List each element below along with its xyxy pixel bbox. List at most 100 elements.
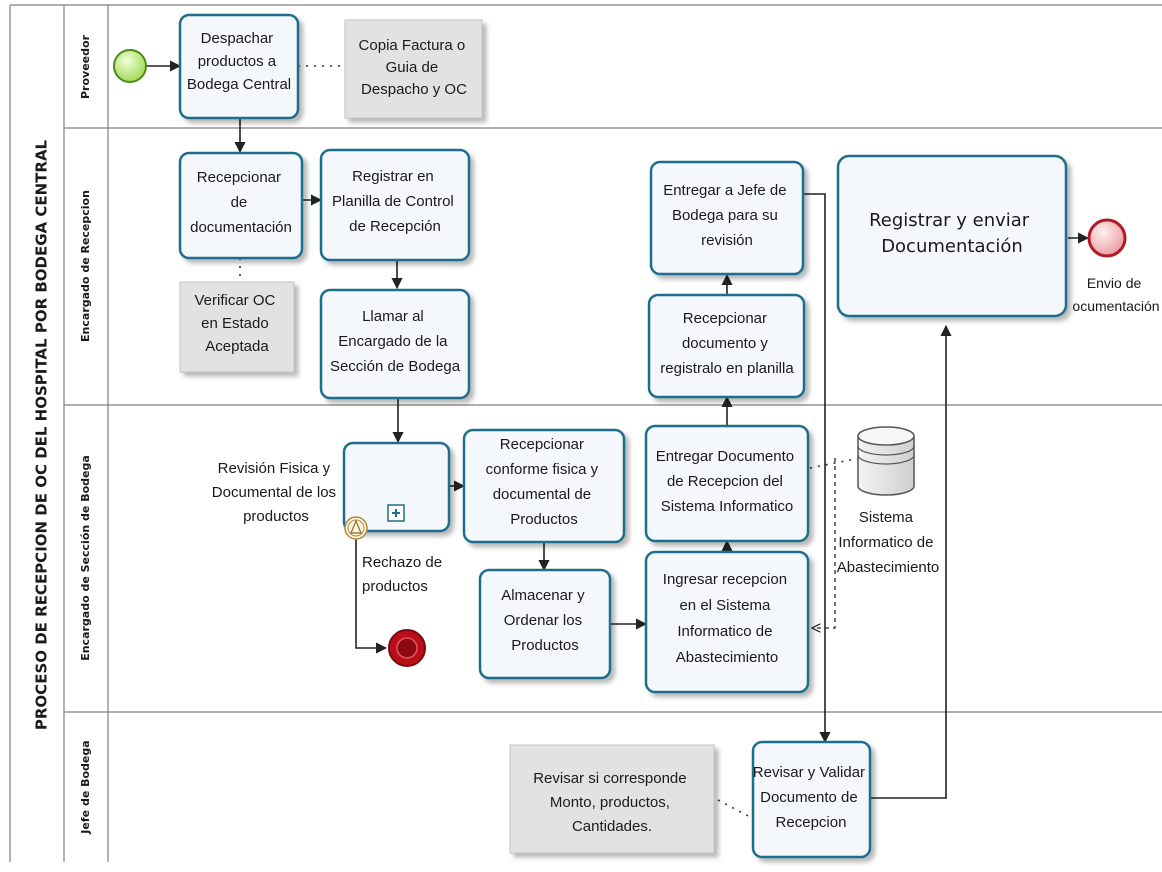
task-line: Sección de Bodega [330,358,461,375]
svg-text:Entregar a Jefe de Bodeg: Entregar a Jefe de Bodega para su revisi… [663,182,791,249]
task-llamar-encargado[interactable]: Llamar al Encargado de la Sección de Bod… [319,288,471,400]
task-line: conforme fisica y [486,461,599,478]
note-line: en Estado [201,315,269,332]
svg-text:Revisar si corresponde M: Revisar si corresponde Monto, productos,… [533,770,691,835]
task-revisar-validar[interactable]: Revisar y Validar Documento de Recepcion [751,740,872,859]
note-copia-factura: Copia Factura o Guia de Despacho y OC [344,19,483,119]
task-line: en el Sistema [679,597,771,614]
associations [239,65,861,819]
task-line: Sistema Informatico [661,498,794,515]
note-line: Cantidades. [572,818,652,835]
svg-text:Registrar y enviar Docum: Registrar y enviar Documentación [869,210,1035,257]
event-label-envio: Envio de ocumentación [1072,275,1159,314]
datastore-label: Sistema Informatico de Abastecimiento [837,509,940,576]
task-line: de Recepción [349,218,441,235]
subprocess-label: Revisión Fisica y Documental de los prod… [212,460,340,525]
subprocess-label-line: Documental de los [212,484,336,501]
svg-text:Entregar Documento de Re: Entregar Documento de Recepcion del Sist… [656,448,799,515]
note-revisar-corresponde: Revisar si corresponde Monto, productos,… [509,744,715,854]
task-registrar-planilla[interactable]: Registrar en Planilla de Control de Rece… [319,148,471,262]
datastore-sistema-informatico [857,426,915,496]
note-verificar-oc: Verificar OC en Estado Aceptada [179,281,295,373]
task-line: Bodega Central [187,76,291,93]
end-event-inner [396,637,418,659]
lane-label-encargado-recepcion: Encargado de Recepcion [79,190,92,342]
pool-title: PROCESO DE RECEPCION DE OC DEL HOSPITAL … [33,139,51,730]
note-line: Guia de [386,59,439,76]
task-line: productos a [198,53,277,70]
task-line: Recepcionar [500,436,584,453]
escalation-icon [350,519,362,534]
task-line: revisión [701,232,753,249]
note-line: Despacho y OC [361,81,467,98]
note-line: Copia Factura o [359,37,466,54]
task-line: Informatico de [677,623,772,640]
datastore-label-line: Informatico de [838,534,933,551]
svg-text:Almacenar y Ordenar los: Almacenar y Ordenar los Productos [501,587,589,654]
dataflow-datastore-to-ingresar [812,458,836,628]
task-line: Llamar al [362,308,424,325]
task-line: Abastecimiento [676,649,779,666]
flow-entregar-jefe-to-revisar-validar [803,193,831,744]
event-label-line: ocumentación [1072,298,1159,314]
task-line: Productos [511,637,579,654]
task-line: Registrar y enviar [869,210,1030,231]
task-line: Bodega para su [672,207,778,224]
assoc-datastore [809,457,861,469]
task-despachar[interactable]: Despachar productos a Bodega Central [178,13,300,120]
task-line: Ingresar recepcion [663,571,787,588]
task-line: Despachar [201,30,274,47]
event-label-line: Envio de [1087,275,1142,291]
pool-frame [9,4,1162,862]
subprocess-revision-fisica[interactable] [342,441,451,533]
task-registrar-enviar-documentacion[interactable]: Registrar y enviar Documentación [836,154,1068,318]
task-line: Registrar en [352,168,434,185]
flow-revisar-validar-to-registrar-enviar [870,324,952,799]
task-line: Revisar y Validar [753,764,865,781]
task-line: Recepcionar [683,310,767,327]
svg-text:Recepcionar de doc: Recepcionar de documentación [190,169,292,236]
svg-text:Recepcionar documento y: Recepcionar documento y registralo en pl… [660,310,794,377]
end-event-envio [1087,218,1127,258]
task-recepcionar-registrar-planilla[interactable]: Recepcionar documento y registralo en pl… [647,293,806,399]
task-line: documentación [190,219,292,236]
task-line: Entregar Documento [656,448,794,465]
task-entregar-jefe[interactable]: Entregar a Jefe de Bodega para su revisi… [649,160,805,276]
task-line: Ordenar los [504,612,582,629]
task-almacenar[interactable]: Almacenar y Ordenar los Productos [478,568,612,680]
task-line: Almacenar y [501,587,585,604]
note-line: Revisar si corresponde [533,770,686,787]
lane-label-proveedor: Proveedor [79,34,92,99]
subprocess-label-line: Revisión Fisica y [218,460,331,477]
task-line: Recepcionar [197,169,281,186]
event-label-line: Rechazo de [362,554,442,571]
start-event [113,49,147,83]
svg-text:Despachar productos a: Despachar productos a Bodega Central [187,30,291,93]
task-line: documento y [682,335,768,352]
task-line: de [231,194,248,211]
event-label-line: productos [362,578,428,595]
svg-text:Registrar en Planilla de: Registrar en Planilla de Control de Rece… [332,168,458,235]
svg-text:Verificar OC en Estado: Verificar OC en Estado Aceptada [194,292,279,355]
assoc-revisar-corresponde [717,799,753,819]
task-entregar-documento[interactable]: Entregar Documento de Recepcion del Sist… [644,424,810,543]
flow-rechazo-to-end [355,528,388,654]
svg-text:Recepcionar conforme fis: Recepcionar conforme fisica y documental… [486,436,603,528]
svg-text:Llamar al Encargado de l: Llamar al Encargado de la Sección de Bod… [330,308,461,375]
task-line: Planilla de Control [332,193,454,210]
event-label-rechazo: Rechazo de productos [362,554,446,595]
task-ingresar-recepcion[interactable]: Ingresar recepcion en el Sistema Informa… [644,550,810,694]
task-line: documental de [493,486,591,503]
task-line: registralo en planilla [660,360,794,377]
note-line: Verificar OC [194,292,275,309]
lane-label-encargado-seccion-bodega: Encargado de Sección de Bodega [79,455,92,661]
task-recepcionar-documentacion[interactable]: Recepcionar de documentación [178,151,304,260]
note-line: Monto, productos, [550,794,670,811]
note-line: Aceptada [205,338,269,355]
datastore-label-line: Abastecimiento [837,559,940,576]
task-line: Recepcion [776,814,847,831]
task-recepcionar-conforme[interactable]: Recepcionar conforme fisica y documental… [462,428,626,544]
task-line: de Recepcion del [667,473,783,490]
subprocess-label-line: productos [243,508,309,525]
